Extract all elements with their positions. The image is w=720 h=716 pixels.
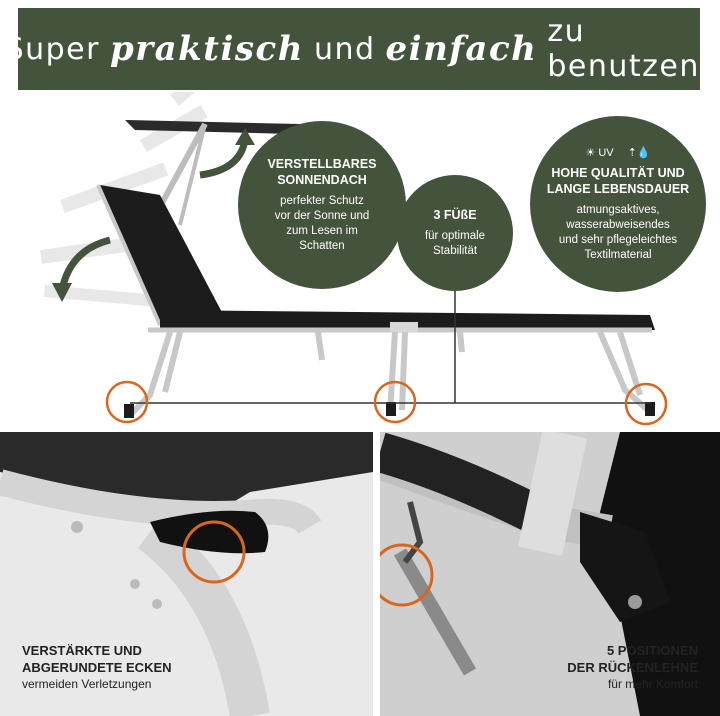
center-hinge — [390, 322, 418, 332]
backrest-highlight — [380, 543, 434, 607]
corner-desc: vermeiden Verletzungen — [22, 677, 152, 691]
water-repellent-icon: ⇡💧 — [627, 146, 651, 159]
feature-feet-desc: für optimale Stabilität — [425, 229, 485, 259]
feature-quality-desc-3: und sehr pflegeleichtes — [558, 233, 678, 246]
lounger-bed-fabric — [160, 310, 655, 332]
feature-sunroof-desc-1: perfekter Schutz — [280, 195, 364, 207]
corner-caption: VERSTÄRKTE UND ABGERUNDETE ECKEN vermeid… — [22, 642, 172, 692]
sunroof-adjust-arrowhead — [235, 128, 255, 145]
feature-quality-desc-2: wasserabweisendes — [566, 218, 670, 231]
feature-sunroof-desc-4: Schatten — [299, 240, 345, 252]
headline-accent-einfach: einfach — [385, 29, 538, 69]
detail-section: VERSTÄRKTE UND ABGERUNDETE ECKEN vermeid… — [0, 432, 720, 716]
foot-highlight-right — [624, 382, 668, 426]
backrest-caption: 5 POSITIONEN DER RÜCKENLEHNE für mehr Ko… — [567, 642, 698, 692]
feature-sunroof: VERSTELLBARES SONNENDACH perfekter Schut… — [238, 121, 406, 289]
headline-text-mid: und — [313, 31, 376, 67]
feature-quality-title-1: HOHE QUALITÄT UND — [551, 165, 685, 180]
feature-sunroof-desc-3: zum Lesen im — [286, 225, 358, 237]
feature-quality-desc: atmungsaktives, wasserabweisendes und se… — [559, 203, 677, 263]
feature-sunroof-title-2: SONNENDACH — [277, 173, 367, 187]
backrest-fabric — [100, 185, 225, 322]
headline-accent-praktisch: praktisch — [109, 29, 304, 69]
feature-feet-desc-1: für optimale — [424, 230, 486, 242]
feature-feet-desc-2: Stabilität — [432, 245, 478, 257]
quality-icons: ☀ UV ⇡💧 — [585, 146, 650, 159]
feature-sunroof-title-1: VERSTELLBARES — [267, 157, 377, 171]
feature-quality: ☀ UV ⇡💧 HOHE QUALITÄT UND LANGE LEBENSDA… — [530, 116, 706, 292]
detail-backrest-panel: 5 POSITIONEN DER RÜCKENLEHNE für mehr Ko… — [380, 432, 720, 716]
foot-highlight-center — [373, 380, 417, 424]
backrest-title-2: DER RÜCKENLEHNE — [567, 660, 698, 675]
backrest-title-1: 5 POSITIONEN — [606, 643, 698, 658]
backrest-closeup — [380, 432, 720, 716]
uv-protection-icon: ☀ UV — [585, 146, 614, 159]
headline-text-before: Super — [4, 31, 100, 67]
leg-feet — [124, 402, 655, 418]
backrest-adjust-arrow — [58, 236, 111, 291]
uv-icon-label: UV — [598, 146, 614, 159]
feature-feet: 3 FÜßE für optimale Stabilität — [397, 175, 513, 291]
headline-text-after: zu benutzen! — [547, 14, 714, 84]
feature-quality-title-2: LANGE LEBENSDAUER — [546, 181, 690, 196]
feature-feet-title: 3 FÜßE — [433, 208, 477, 222]
feature-sunroof-desc-2: vor der Sonne und — [274, 210, 370, 222]
feature-sunroof-desc: perfekter Schutz vor der Sonne und zum L… — [275, 194, 370, 254]
lounger-legs — [127, 330, 652, 418]
headline-banner: Super praktisch und einfach zu benutzen! — [5, 8, 712, 90]
backrest-desc: für mehr Komfort — [607, 677, 698, 691]
feature-quality-desc-1: atmungsaktives, — [576, 203, 660, 216]
corner-closeup — [0, 432, 373, 716]
corner-title-1: VERSTÄRKTE UND — [22, 643, 142, 658]
backrest-adjust-arrowhead — [52, 283, 72, 302]
feature-quality-desc-4: Textilmaterial — [584, 248, 652, 261]
foot-highlight-left — [105, 380, 149, 424]
lounger-illustration — [39, 92, 668, 426]
corner-title-2: ABGERUNDETE ECKEN — [22, 660, 172, 675]
detail-corner-panel: VERSTÄRKTE UND ABGERUNDETE ECKEN vermeid… — [0, 432, 373, 716]
sunroof-adjust-arrow — [199, 139, 249, 179]
corner-highlight — [182, 520, 246, 584]
